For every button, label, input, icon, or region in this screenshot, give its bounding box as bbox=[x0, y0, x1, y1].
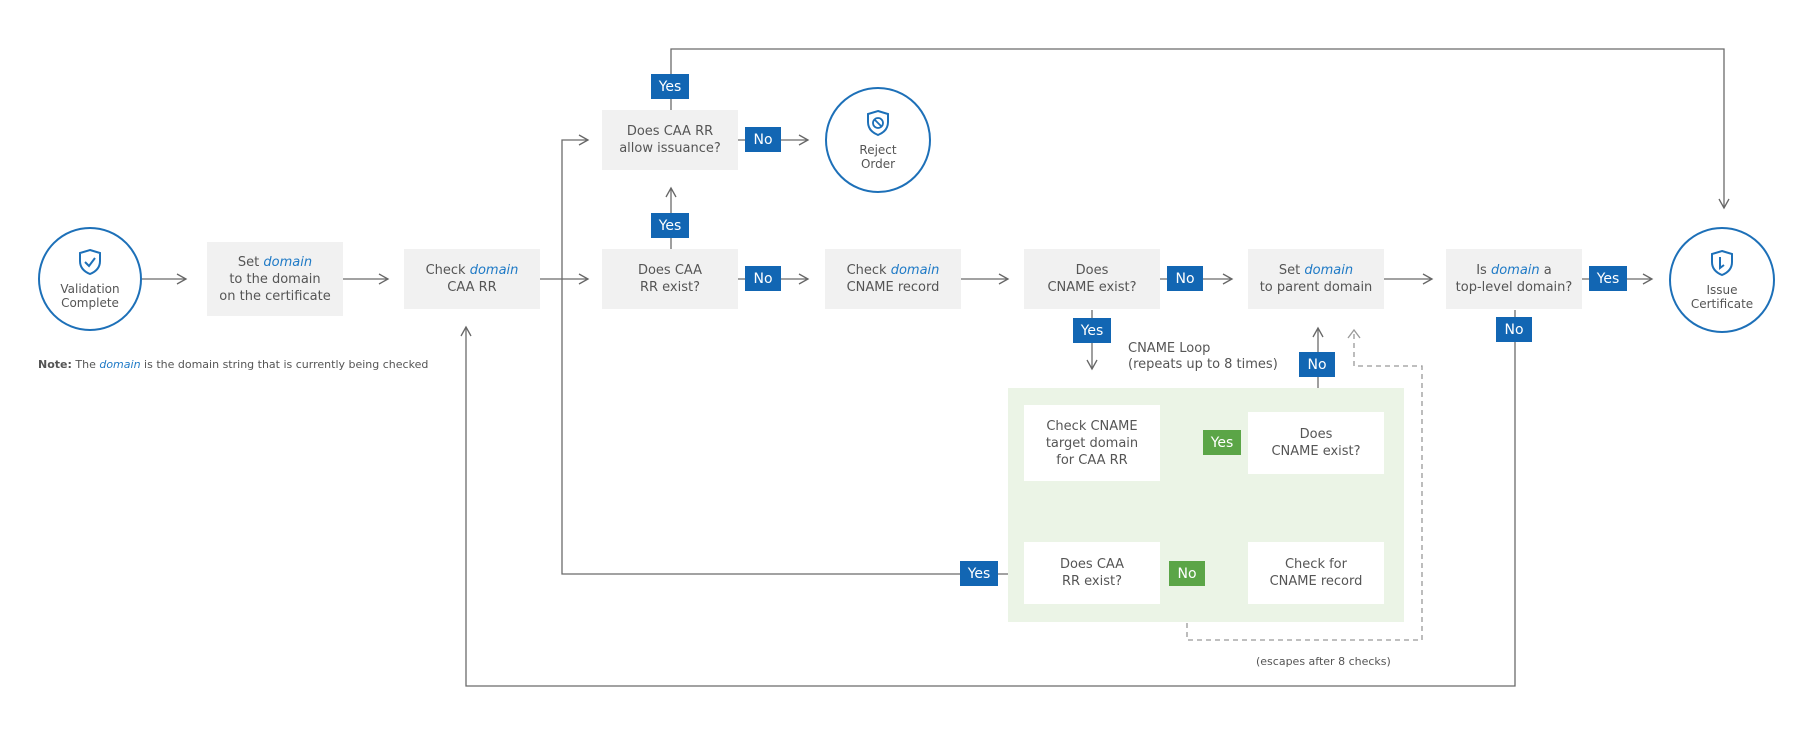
caa-allow-issuance-box: Does CAA RR allow issuance? bbox=[602, 110, 738, 170]
caa-exist-box: Does CAA RR exist? bbox=[602, 249, 738, 309]
cname-exist-line2: CNAME exist? bbox=[1047, 280, 1137, 295]
reject-order-node: Reject Order bbox=[825, 87, 931, 193]
note-post: is the domain string that is currently b… bbox=[140, 358, 429, 371]
loop-cname-no-tag: No bbox=[1299, 352, 1335, 377]
cname-exist-box: Does CNAME exist? bbox=[1024, 249, 1160, 309]
caa-exist-line1: Does CAA bbox=[637, 263, 703, 278]
shield-block-icon bbox=[867, 109, 889, 137]
caa-allow-line2: allow issuance? bbox=[619, 141, 721, 156]
arrow-top-no-back bbox=[460, 310, 1516, 687]
loop-caa-no-tag: No bbox=[1169, 561, 1205, 586]
top-level-post: a bbox=[1539, 263, 1552, 278]
issue-certificate-node: Issue Certificate bbox=[1669, 227, 1775, 333]
set-domain-line3: on the certificate bbox=[219, 288, 331, 304]
loop-caa-yes-tag: Yes bbox=[960, 561, 998, 586]
loop-cname-exist-line2: CNAME exist? bbox=[1271, 444, 1361, 459]
loop-target-line3: for CAA RR bbox=[1056, 452, 1128, 468]
loop-cname-yes-tag: Yes bbox=[1203, 430, 1241, 455]
caa-exist-no-tag: No bbox=[745, 266, 781, 291]
check-domain-cname-box: Check domain CNAME record bbox=[825, 249, 961, 309]
set-parent-line2: to parent domain bbox=[1259, 280, 1373, 295]
shield-certificate-icon bbox=[1711, 249, 1733, 277]
escape-path bbox=[1186, 330, 1423, 641]
set-parent-domain-box: Set domain to parent domain bbox=[1248, 249, 1384, 309]
loop-check-cname-line1: Check for bbox=[1284, 557, 1347, 572]
escape-label: (escapes after 8 checks) bbox=[1256, 655, 1391, 668]
set-domain-pre: Set bbox=[237, 254, 264, 270]
check-caa-line2: CAA RR bbox=[447, 280, 497, 295]
note-bold: Note: bbox=[38, 358, 72, 371]
arrow-branch-up bbox=[561, 134, 590, 279]
loop-caa-exist-line2: RR exist? bbox=[1061, 574, 1123, 589]
top-level-domain-box: Is domain a top-level domain? bbox=[1446, 249, 1582, 309]
top-level-pre: Is bbox=[1476, 263, 1491, 278]
set-domain-line2: to the domain bbox=[229, 271, 321, 287]
domain-keyword: domain bbox=[890, 263, 940, 278]
cname-loop-subtitle: (repeats up to 8 times) bbox=[1128, 357, 1278, 372]
loop-caa-exist-line1: Does CAA bbox=[1059, 557, 1125, 572]
reject-line2: Order bbox=[860, 157, 896, 171]
escape-arrowhead bbox=[1347, 328, 1361, 339]
domain-keyword: domain bbox=[1304, 263, 1354, 278]
reject-line1: Reject bbox=[859, 143, 897, 157]
issue-line2: Certificate bbox=[1690, 297, 1754, 311]
domain-keyword: domain bbox=[99, 358, 141, 371]
loop-check-cname-box: Check for CNAME record bbox=[1248, 542, 1384, 604]
set-domain-box: Set domain to the domain on the certific… bbox=[207, 242, 343, 316]
domain-keyword: domain bbox=[263, 254, 313, 270]
footnote: Note: The domain is the domain string th… bbox=[38, 358, 428, 371]
validation-line1: Validation bbox=[60, 282, 120, 296]
caa-exist-yes-tag: Yes bbox=[651, 213, 689, 238]
top-level-line2: top-level domain? bbox=[1455, 280, 1573, 295]
loop-target-line2: target domain bbox=[1045, 435, 1139, 451]
domain-keyword: domain bbox=[469, 263, 519, 278]
caa-exist-line2: RR exist? bbox=[639, 280, 701, 295]
check-caa-pre: Check bbox=[425, 263, 470, 278]
set-parent-pre: Set bbox=[1278, 263, 1305, 278]
caa-allow-line1: Does CAA RR bbox=[626, 124, 714, 139]
check-cname-line2: CNAME record bbox=[846, 280, 940, 295]
shield-check-icon bbox=[79, 248, 101, 276]
cname-loop-label: CNAME Loop (repeats up to 8 times) bbox=[1128, 341, 1278, 373]
loop-cname-exist-box: Does CNAME exist? bbox=[1248, 412, 1384, 474]
loop-cname-exist-line1: Does bbox=[1299, 427, 1333, 442]
domain-keyword: domain bbox=[1490, 263, 1540, 278]
cname-loop-title: CNAME Loop bbox=[1128, 341, 1211, 356]
caa-allow-no-tag: No bbox=[745, 127, 781, 152]
cname-exist-no-tag: No bbox=[1167, 266, 1203, 291]
top-level-no-tag: No bbox=[1496, 317, 1532, 342]
check-domain-caa-box: Check domain CAA RR bbox=[404, 249, 540, 309]
validation-line2: Complete bbox=[61, 296, 119, 310]
loop-check-cname-line2: CNAME record bbox=[1269, 574, 1363, 589]
check-cname-pre: Check bbox=[846, 263, 891, 278]
loop-check-target-box: Check CNAME target domain for CAA RR bbox=[1024, 405, 1160, 481]
note-pre: The bbox=[71, 358, 100, 371]
cname-exist-yes-tag: Yes bbox=[1073, 318, 1111, 343]
cname-exist-line1: Does bbox=[1075, 263, 1109, 278]
issue-line1: Issue bbox=[1706, 283, 1738, 297]
loop-caa-exist-box: Does CAA RR exist? bbox=[1024, 542, 1160, 604]
top-level-yes-tag: Yes bbox=[1589, 266, 1627, 291]
arrow-loop-yes-back bbox=[561, 279, 1008, 575]
validation-complete-node: Validation Complete bbox=[38, 227, 142, 331]
loop-target-line1: Check CNAME bbox=[1046, 418, 1138, 434]
caa-allow-yes-tag: Yes bbox=[651, 74, 689, 99]
